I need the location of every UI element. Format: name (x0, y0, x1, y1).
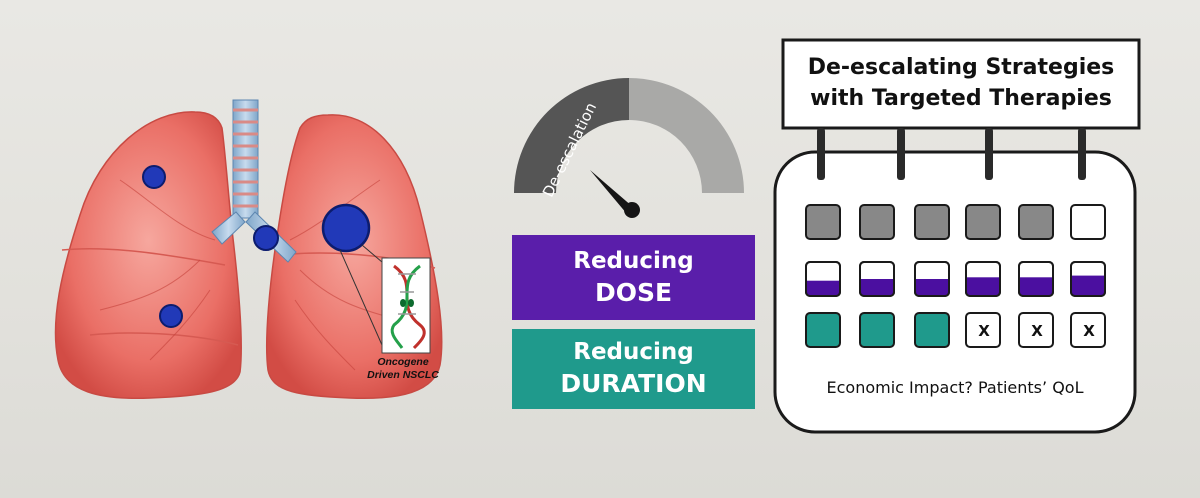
gauge-inactive-segment (629, 78, 744, 193)
calendar-cell (859, 204, 895, 240)
calendar-title-line1: De-escalating Strategies (807, 55, 1115, 80)
calendar-cell (1070, 312, 1106, 348)
lungs-illustration (54, 99, 443, 400)
calendar-cell (859, 312, 895, 348)
tumor-lower-left (159, 304, 183, 328)
callout-line (339, 249, 383, 346)
dna-icon (390, 264, 426, 350)
gauge-needle (590, 170, 640, 218)
left-lung (54, 111, 243, 400)
dose-fill-level (807, 280, 839, 295)
reducing-dose-box: Reducing DOSE (512, 235, 755, 320)
oncogene-label: Oncogene Driven NSCLC (348, 356, 458, 382)
lobe-line (61, 247, 226, 266)
calendar-footer: Economic Impact? Patients’ QoL (826, 378, 1084, 397)
dose-fill-level (967, 277, 999, 295)
vessel (99, 179, 216, 361)
x-mark: X (1083, 322, 1095, 340)
calendar-graphic (773, 38, 1141, 434)
calendar-cell (805, 204, 841, 240)
calendar-cells (805, 204, 1106, 348)
dose-fill-level (916, 279, 948, 295)
calendar-title: De-escalating Strategies with Targeted T… (783, 52, 1139, 114)
oncogene-label-line2: Driven NSCLC (367, 369, 439, 381)
trachea-rings (233, 108, 258, 208)
oncogene-label-line1: Oncogene (377, 356, 429, 368)
reducing-duration-box: Reducing DURATION (512, 329, 755, 409)
calendar-title-line2: with Targeted Therapies (810, 86, 1112, 111)
duration-line1: Reducing (573, 339, 694, 365)
dose-line2: DOSE (594, 277, 673, 307)
calendar-cell (805, 312, 841, 348)
calendar-cell-outline (805, 261, 841, 297)
calendar-cell (914, 204, 950, 240)
gauge-active-segment (514, 78, 629, 193)
calendar-cell-outline (1070, 261, 1106, 297)
x-mark: X (1031, 322, 1043, 340)
lobe-line (89, 332, 239, 346)
dose-line1: Reducing (573, 247, 694, 274)
calendar-cell-outline (914, 261, 950, 297)
callout-line (361, 244, 383, 263)
duration-line2: DURATION (560, 369, 707, 398)
calendar-cell-outline (1018, 261, 1054, 297)
dose-fill-level (1020, 277, 1052, 295)
tumor-large-right (321, 203, 371, 253)
x-mark: X (978, 322, 990, 340)
left-bronchus (211, 211, 246, 245)
tumor-upper-left (142, 165, 166, 189)
tumor-hilum (253, 225, 279, 251)
calendar-cell (965, 312, 1001, 348)
calendar-cell (965, 204, 1001, 240)
sign-board (781, 38, 1141, 130)
calendar-cell (1070, 204, 1106, 240)
dose-fill-level (861, 279, 893, 295)
calendar-cell (914, 312, 950, 348)
deescalation-gauge: De-escalation (514, 78, 744, 218)
calendar-cell-outline (859, 261, 895, 297)
dose-fill-level (1072, 275, 1104, 295)
calendar-cell (1018, 312, 1054, 348)
calendar-cell (1018, 204, 1054, 240)
calendar-cell-outline (965, 261, 1001, 297)
calendar-rings (817, 128, 1086, 180)
